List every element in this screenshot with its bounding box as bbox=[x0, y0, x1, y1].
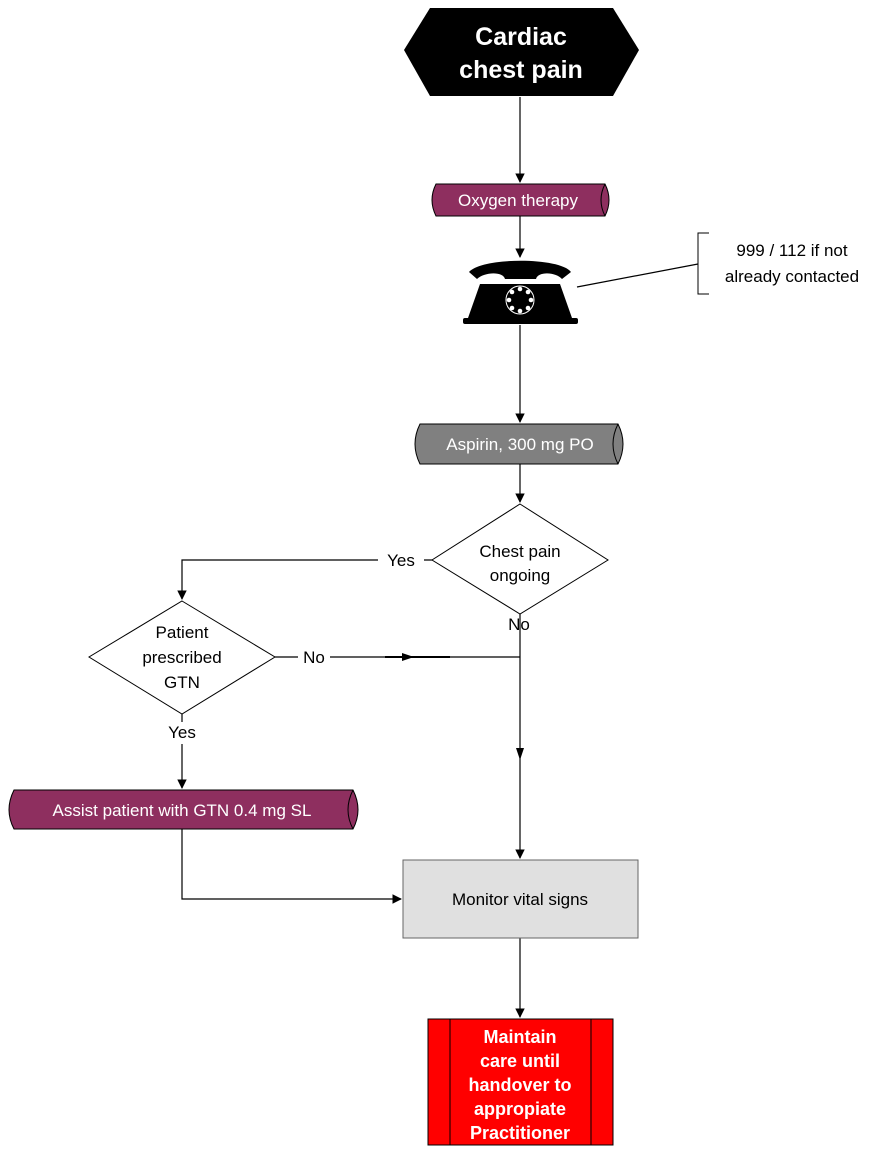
end-node-line4: appropiate bbox=[474, 1099, 566, 1119]
phone-note: 999 / 112 if not already contacted bbox=[697, 232, 859, 295]
monitor-node: Monitor vital signs bbox=[402, 859, 639, 939]
assist-gtn-node: Assist patient with GTN 0.4 mg SL bbox=[8, 789, 359, 830]
phone-note-line2: already contacted bbox=[725, 267, 859, 286]
connectors bbox=[177, 97, 699, 1018]
decision-gtn: Patient prescribed GTN bbox=[88, 600, 276, 715]
start-node-line1: Cardiac bbox=[475, 23, 567, 51]
end-node-line5: Practitioner bbox=[470, 1123, 570, 1143]
end-node-line2: care until bbox=[480, 1051, 560, 1071]
aspirin-node: Aspirin, 300 mg PO bbox=[414, 423, 624, 465]
aspirin-label: Aspirin, 300 mg PO bbox=[446, 435, 593, 454]
edge-label-gtn-yes: Yes bbox=[168, 723, 196, 742]
note-callout-line bbox=[576, 263, 699, 288]
decision-chest-pain: Chest pain ongoing bbox=[431, 503, 609, 615]
decision-gtn-line1: Patient bbox=[156, 623, 209, 642]
monitor-label: Monitor vital signs bbox=[452, 890, 588, 909]
decision-chest-pain-line2: ongoing bbox=[490, 566, 551, 585]
edge-assist-monitor bbox=[181, 829, 402, 904]
decision-gtn-line2: prescribed bbox=[142, 648, 221, 667]
oxygen-therapy-label: Oxygen therapy bbox=[458, 191, 579, 210]
edge-pain-no-midarrow bbox=[516, 748, 524, 760]
edge-pain-yes bbox=[177, 559, 432, 600]
edge-label-pain-yes: Yes bbox=[387, 551, 415, 570]
decision-chest-pain-line1: Chest pain bbox=[479, 542, 560, 561]
oxygen-therapy-node: Oxygen therapy bbox=[431, 183, 610, 217]
decision-gtn-line3: GTN bbox=[164, 673, 200, 692]
telephone-icon bbox=[463, 260, 578, 324]
start-node-line2: chest pain bbox=[459, 56, 583, 84]
end-node-line1: Maintain bbox=[483, 1027, 556, 1047]
end-node-line3: handover to bbox=[468, 1075, 571, 1095]
assist-gtn-label: Assist patient with GTN 0.4 mg SL bbox=[53, 801, 312, 820]
end-node: Maintain care until handover to appropia… bbox=[427, 1018, 614, 1146]
start-node: Cardiac chest pain bbox=[404, 8, 639, 96]
edge-label-gtn-no: No bbox=[303, 648, 325, 667]
phone-note-line1: 999 / 112 if not bbox=[736, 241, 847, 260]
edge-label-pain-no: No bbox=[508, 615, 530, 634]
